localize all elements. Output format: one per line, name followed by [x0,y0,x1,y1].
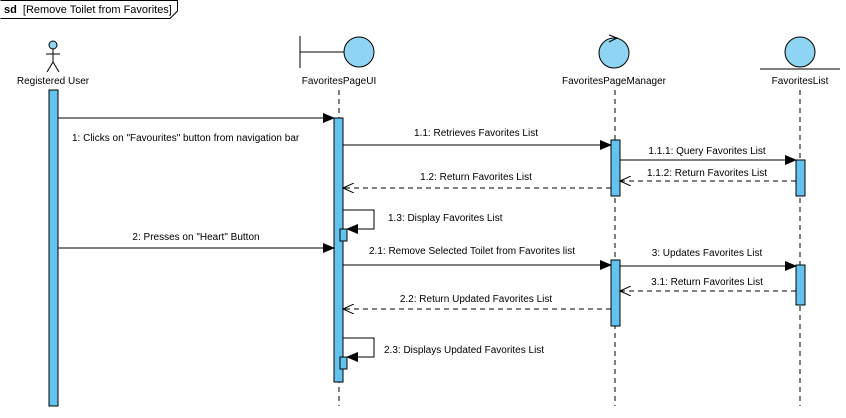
message-label-1-1-1: 1.1.1: Query Favorites List [648,146,765,157]
lifeline-label-mgr: FavoritesPageManager [562,76,667,87]
message-labels: 1: Clicks on "Favourites" button from na… [72,128,767,356]
activation-user [48,89,59,407]
lifeline-label-user: Registered User [17,76,90,87]
activation-ui-self-2 [339,356,348,370]
message-label-3: 3: Updates Favorites List [652,248,763,259]
frame-keyword: sd [4,4,17,16]
entity-icon [760,36,840,70]
message-label-2-1: 2.1: Remove Selected Toilet from Favorit… [369,246,575,257]
lifeline-label-ui: FavoritesPageUI [302,76,376,87]
message-label-2-2: 2.2: Return Updated Favorites List [400,294,553,305]
messages [58,113,797,362]
activation-ui [333,117,344,383]
message-label-3-1: 3.1: Return Favorites List [651,277,763,288]
message-label-2-3: 2.3: Displays Updated Favorites List [384,345,544,356]
activation-bars [48,89,806,407]
message-label-1-1-2: 1.1.2: Return Favorites List [647,168,767,179]
message-label-1-1: 1.1: Retrieves Favorites List [414,128,538,139]
frame-title: [Remove Toilet from Favorites] [23,4,172,16]
activation-mgr-1 [610,139,621,197]
activation-mgr-2 [610,259,621,327]
message-label-1: 1: Clicks on "Favourites" button from na… [72,133,300,144]
actor-icon [46,40,60,73]
svg-text:sd [Remove Toilet from F: sd [Remove Toilet from Favorites] [4,4,172,16]
boundary-icon [299,36,375,68]
frame-tab: sd [Remove Toilet from Favorites] [0,0,178,19]
message-arrow-1-3 [343,209,375,234]
message-arrow-2-3 [343,337,375,362]
lifeline-label-list: FavoritesList [772,76,829,87]
message-label-1-2: 1.2: Return Favorites List [420,172,532,183]
message-label-2: 2: Presses on "Heart" Button [132,232,259,243]
activation-ui-self-1 [339,228,348,242]
activation-list-1 [795,159,806,197]
activation-list-2 [795,264,806,306]
control-icon [598,34,630,69]
message-label-1-3: 1.3: Display Favorites List [388,213,503,224]
